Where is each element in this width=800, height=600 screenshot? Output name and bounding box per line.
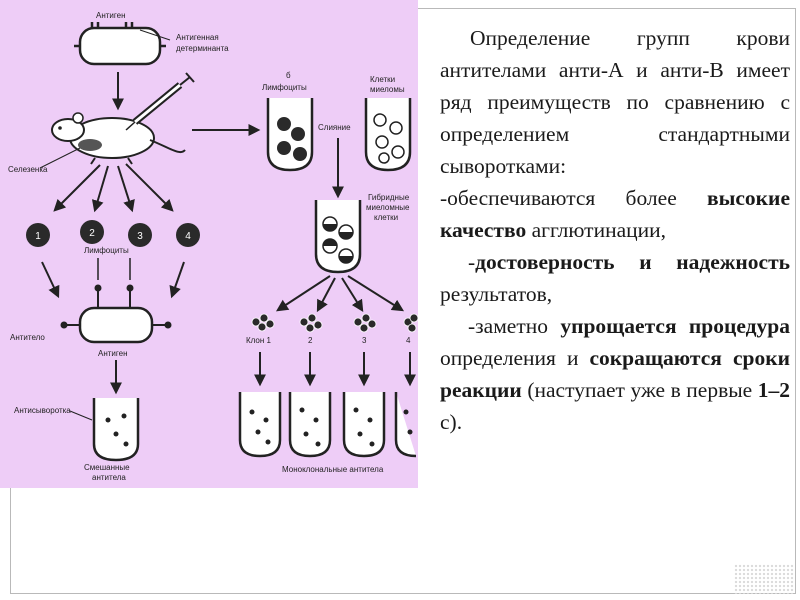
label-lymphocytes-mid: Лимфоциты: [84, 246, 129, 255]
cell-number-1: 1: [35, 231, 41, 242]
label-fusion: Слияние: [318, 123, 351, 132]
label-antigen-mid: Антиген: [98, 349, 128, 358]
antisera-tube: [92, 398, 140, 462]
antigen-cell-top: [74, 22, 166, 66]
label-hybrid-1: Гибридные: [368, 193, 410, 202]
label-antisera: Антисыворотка: [14, 406, 71, 415]
corner-decoration: [734, 564, 794, 594]
label-hybrid-3: клетки: [374, 213, 398, 222]
clone-label-4: 4: [406, 336, 411, 345]
lymphocyte-cells-row: 1 2 3 4: [26, 220, 200, 247]
simplification-text-b: определения и: [440, 346, 590, 370]
paragraph-simplification: -заметно упрощается процедура определени…: [440, 310, 790, 438]
reliability-text-b: результатов,: [440, 282, 553, 306]
label-antigen-top: Антиген: [96, 11, 126, 20]
quality-text-b: агглютинации,: [526, 218, 667, 242]
mouse-illustration: [51, 112, 186, 165]
label-spleen: Селезенка: [8, 165, 48, 174]
cell-number-4: 4: [185, 231, 191, 242]
label-lymphocytes-top: Лимфоциты: [262, 83, 307, 92]
intro-text: Определение групп крови антителами анти-…: [440, 26, 790, 178]
label-b: б: [286, 71, 291, 80]
label-mixed-1: Смешанные: [84, 463, 130, 472]
myeloma-tube: [364, 98, 412, 172]
hybridoma-diagram-panel: Антиген Антигенная детерминанта Селезенк…: [0, 0, 418, 488]
label-hybrid-2: миеломные: [366, 203, 410, 212]
clone-label-3: 3: [362, 336, 367, 345]
simplification-text-bold3: 1–2: [757, 378, 790, 402]
hybridoma-diagram: Антиген Антигенная детерминанта Селезенк…: [8, 11, 418, 482]
antigen-cell-middle: [60, 284, 172, 344]
cell-number-2: 2: [89, 228, 95, 239]
paragraph-quality: -обеспечиваются более высокие качество а…: [440, 182, 790, 246]
clone-label-2: 2: [308, 336, 313, 345]
quality-text-a: -обеспечиваются более: [440, 186, 707, 210]
hybrid-cells-tube: [314, 200, 362, 274]
monoclonal-tubes: [238, 392, 417, 458]
paragraph-reliability: -достоверность и надежность результатов,: [440, 246, 790, 310]
label-determinant-2: детерминанта: [176, 44, 229, 53]
label-determinant-1: Антигенная: [176, 33, 219, 42]
reliability-text-bold: достоверность и надежность: [475, 250, 790, 274]
simplification-text-d: с).: [440, 410, 463, 434]
description-text: Определение групп крови антителами анти-…: [440, 22, 790, 438]
syringe-icon: [125, 72, 195, 131]
paragraph-intro: Определение групп крови антителами анти-…: [440, 22, 790, 182]
clone-clusters: [251, 313, 418, 333]
label-antibody: Антитело: [10, 333, 45, 342]
lymphocytes-tube: [266, 98, 314, 172]
clone-label-1: Клон 1: [246, 336, 272, 345]
simplification-text-bold1: упрощается процедура: [560, 314, 790, 338]
quality-text-bold: высокие качество: [440, 186, 790, 242]
label-monoclonal: Моноклональные антитела: [282, 465, 384, 474]
reliability-text-a: -: [468, 250, 476, 274]
label-myeloma-2: миеломы: [370, 85, 405, 94]
label-myeloma-1: Клетки: [370, 75, 395, 84]
label-mixed-2: антитела: [92, 473, 126, 482]
simplification-text-a: -заметно: [468, 314, 561, 338]
simplification-text-c: (наступает уже в первые: [521, 378, 758, 402]
simplification-text-bold2: сокращаются сроки реакции: [440, 346, 790, 402]
cell-number-3: 3: [137, 231, 143, 242]
